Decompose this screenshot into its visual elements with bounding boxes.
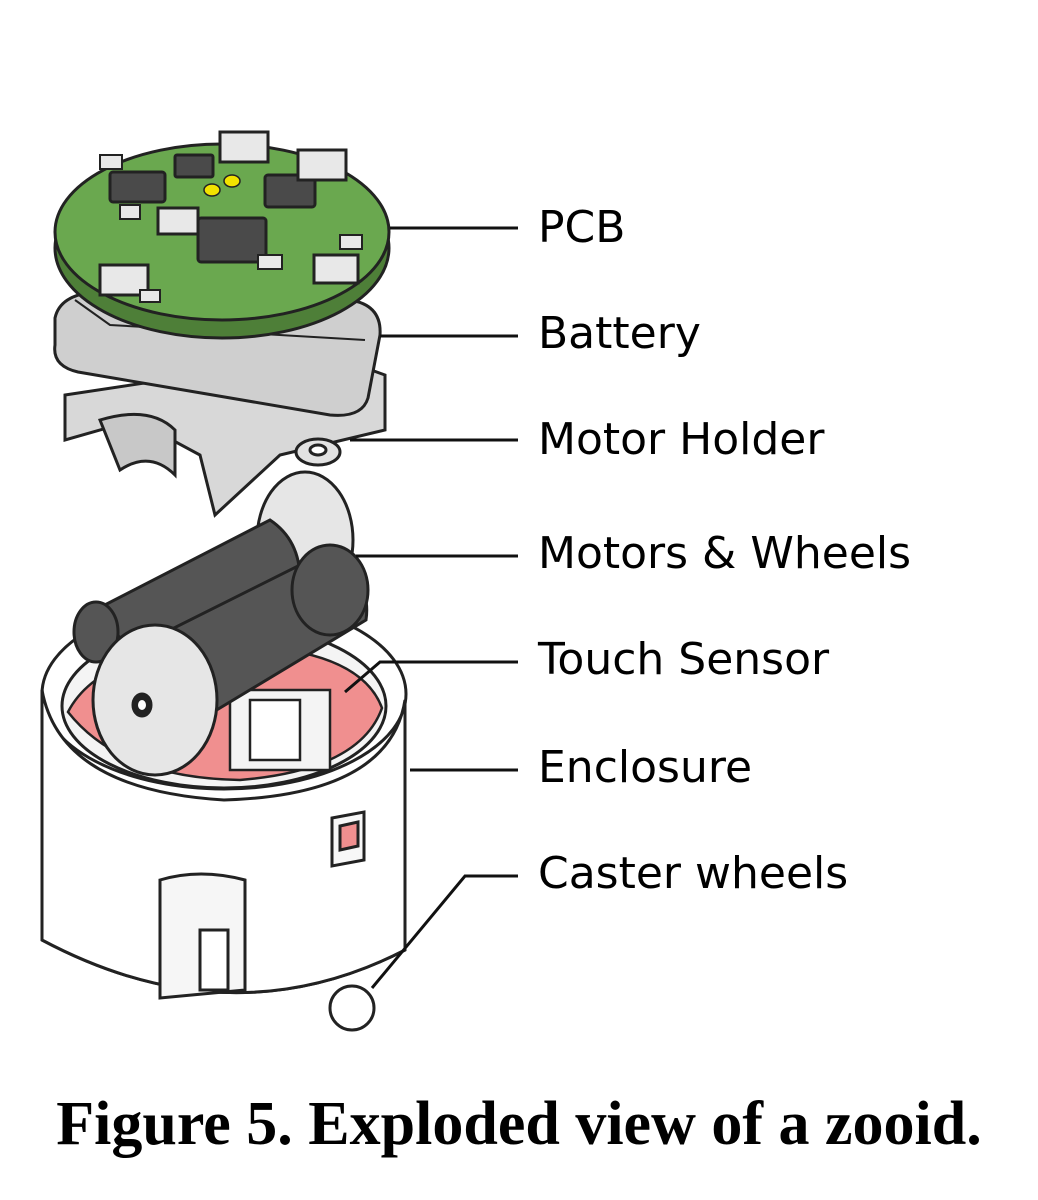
label-touch-sensor: Touch Sensor: [538, 634, 830, 685]
label-caster-wheels: Caster wheels: [538, 848, 849, 899]
label-motors-wheels: Motors & Wheels: [538, 528, 912, 579]
leader-lines: [344, 226, 518, 989]
enclosure-front-wall: [40, 689, 407, 1000]
pcb: [53, 130, 391, 340]
motors-and-wheels: [72, 470, 370, 777]
label-motor-holder: Motor Holder: [538, 414, 825, 465]
leader-line-caster-wheels: [370, 874, 518, 989]
figure-caption: Figure 5. Exploded view of a zooid.: [56, 1090, 982, 1158]
label-battery: Battery: [538, 308, 701, 359]
leader-line-touch-sensor: [344, 660, 518, 694]
label-enclosure: Enclosure: [538, 742, 753, 793]
label-pcb: PCB: [538, 202, 626, 253]
caster-wheel: [328, 984, 376, 1032]
